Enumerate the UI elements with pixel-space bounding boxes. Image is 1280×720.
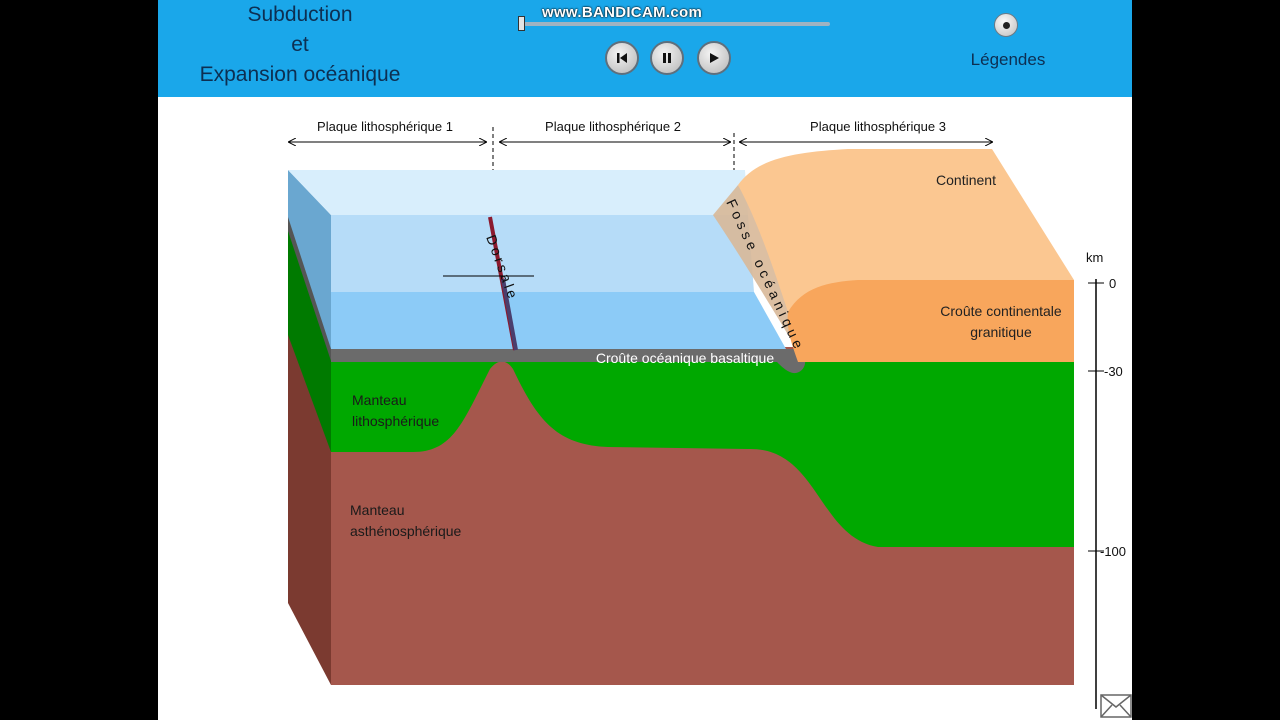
legend-toggle[interactable]	[994, 13, 1018, 37]
depth-label-100: -100	[1100, 544, 1126, 559]
mail-icon[interactable]	[1100, 694, 1132, 718]
continent-label: Continent	[936, 172, 996, 188]
legend-label[interactable]: Légendes	[970, 50, 1046, 69]
trench-slope	[713, 185, 808, 359]
previous-button[interactable]	[605, 41, 639, 75]
progress-track[interactable]	[524, 22, 830, 26]
asthenospheric-mantle-label-2: asthénosphérique	[350, 523, 462, 539]
continental-crust-label-1: Croûte continentale	[940, 303, 1062, 319]
header-bar: Subduction et Expansion océanique www.BA…	[158, 0, 1132, 97]
plate-3-label: Plaque lithosphérique 3	[810, 119, 946, 134]
ocean-deep	[331, 292, 786, 349]
side-face-crust	[288, 215, 331, 361]
plate-2-label: Plaque lithosphérique 2	[545, 119, 681, 134]
depth-label-30: -30	[1104, 364, 1123, 379]
depth-unit-label: km	[1086, 250, 1103, 265]
continental-crust	[787, 280, 1074, 362]
tectonic-block-diagram: Plaque lithosphérique 1 Plaque lithosphé…	[288, 119, 1126, 709]
side-face-water	[288, 170, 331, 349]
lithospheric-mantle	[331, 361, 1074, 547]
pause-icon	[663, 53, 671, 63]
oceanic-crust-label: Croûte océanique basaltique	[596, 350, 774, 366]
depth-label-0: 0	[1109, 276, 1116, 291]
subducting-crust-tip	[758, 349, 806, 374]
ridge-axis-lower	[501, 278, 518, 351]
asthenospheric-mantle-label-1: Manteau	[350, 502, 404, 518]
side-face-lithospheric-mantle	[288, 224, 331, 452]
play-button[interactable]	[697, 41, 731, 75]
previous-icon	[617, 53, 627, 63]
title-line-1: Subduction	[247, 3, 353, 26]
progress-thumb[interactable]	[518, 16, 525, 31]
ocean-middle	[331, 215, 754, 292]
plate-1-label: Plaque lithosphérique 1	[317, 119, 453, 134]
animation-stage: Subduction et Expansion océanique www.BA…	[158, 0, 1132, 720]
ocean-surface	[288, 170, 748, 215]
title-line-2: et	[291, 33, 309, 56]
play-icon	[710, 53, 719, 63]
continent-block	[738, 149, 1074, 312]
watermark: www.BANDICAM.com	[542, 4, 703, 21]
lithospheric-mantle-label-1: Manteau	[352, 392, 406, 408]
lithospheric-mantle-label-2: lithosphérique	[352, 413, 439, 429]
pause-button[interactable]	[650, 41, 684, 75]
title-line-3: Expansion océanique	[199, 63, 401, 86]
radio-dot-icon	[1003, 22, 1010, 29]
continental-crust-label-2: granitique	[970, 324, 1032, 340]
oceanic-crust	[331, 349, 806, 362]
